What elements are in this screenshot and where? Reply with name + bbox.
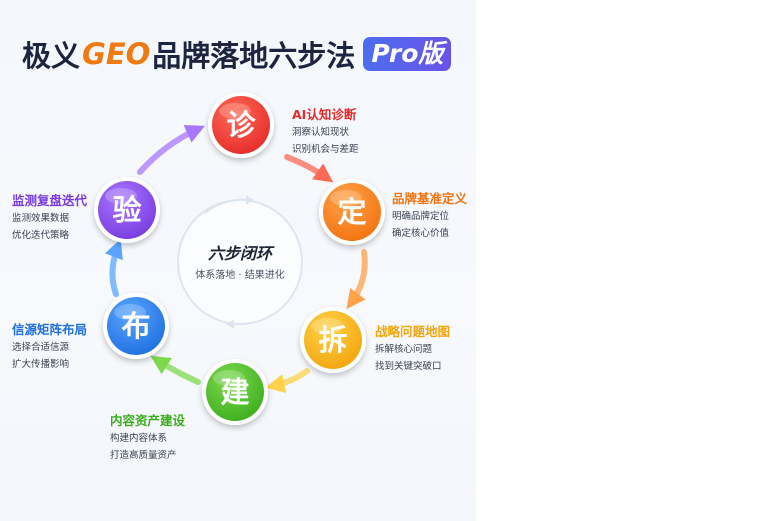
step-desc-line: 选择合适信源 <box>12 342 70 353</box>
step-title-4: 内容资产建设 <box>110 413 186 428</box>
step-node-char: 诊 <box>226 108 256 142</box>
step-desc-2: 明确品牌定位确定核心价值 <box>392 208 449 242</box>
step-desc-line: 打造高质量资产 <box>110 450 177 461</box>
step-desc-3: 拆解核心问题找到关键突破口 <box>375 341 442 375</box>
cycle-arrow-3 <box>265 368 310 394</box>
step-node-disc <box>107 297 165 355</box>
step-node-disc <box>212 96 270 154</box>
step-desc-line: 识别机会与差距 <box>292 144 359 155</box>
title-brand: 极义 <box>22 39 81 73</box>
title-main: 品牌落地六步法 <box>152 39 356 73</box>
step-desc-line: 确定核心价值 <box>392 228 450 239</box>
step-node-disc <box>323 183 381 241</box>
cycle-arrow-2 <box>346 249 368 310</box>
step-title-3: 战略问题地图 <box>375 324 451 339</box>
step-node-highlight <box>105 188 137 204</box>
step-desc-line: 拆解核心问题 <box>375 344 433 355</box>
step-node-4: 建 <box>202 359 268 425</box>
step-node-disc <box>206 363 264 421</box>
step-title-6: 监测复盘迭代 <box>12 193 88 208</box>
step-desc-line: 洞察认知现状 <box>292 127 350 138</box>
step-node-disc <box>98 181 156 239</box>
step-desc-line: 找到关键突破口 <box>375 361 442 372</box>
step-node-highlight <box>219 103 251 119</box>
step-title-5: 信源矩阵布局 <box>12 322 88 337</box>
step-node-char: 建 <box>220 375 249 409</box>
step-node-char: 定 <box>337 195 366 229</box>
cycle-arrows <box>104 125 368 394</box>
step-desc-line: 扩大传播影响 <box>12 359 70 370</box>
cycle-arrow-4 <box>150 355 201 385</box>
step-desc-line: 监测效果数据 <box>12 213 70 224</box>
step-node-highlight <box>114 304 146 320</box>
step-node-6: 验 <box>94 177 160 243</box>
cycle-arrow-6 <box>137 125 205 175</box>
step-desc-6: 监测效果数据优化迭代策略 <box>12 210 69 244</box>
center-subtitle: 体系落地 · 结果进化 <box>195 270 285 281</box>
step-title-1: AI认知诊断 <box>292 107 357 122</box>
center-ring-arrowhead-top <box>246 195 254 205</box>
step-node-3: 拆 <box>300 307 366 373</box>
step-node-1: 诊 <box>208 92 274 158</box>
step-node-highlight <box>330 190 362 206</box>
page-title: 极义 GEO 品牌落地六步法 Pro版 <box>22 34 452 74</box>
step-title-2: 品牌基准定义 <box>392 191 468 206</box>
step-node-disc <box>304 311 362 369</box>
step-node-char: 验 <box>112 193 141 227</box>
diagram-panel: 极义 GEO 品牌落地六步法 Pro版 诊定拆建 布 验 六步闭环 体系落地 · 结… <box>0 0 476 521</box>
cycle-arrow-5 <box>104 238 123 297</box>
step-node-char: 拆 <box>318 323 347 357</box>
step-node-5: 布 <box>103 293 169 359</box>
step-desc-line: 优化迭代策略 <box>12 230 70 241</box>
center-ring-arrowhead-bottom <box>226 319 234 329</box>
step-desc-1: 洞察认知现状识别机会与差距 <box>292 124 359 158</box>
step-node-highlight <box>213 370 245 386</box>
step-desc-line: 明确品牌定位 <box>392 211 450 222</box>
center-title: 六步闭环 <box>207 244 272 263</box>
step-node-highlight <box>311 318 343 334</box>
step-desc-5: 选择合适信源扩大传播影响 <box>12 339 69 373</box>
center-ring-arrow-top <box>204 198 251 214</box>
pro-badge: Pro版 <box>363 37 452 71</box>
step-desc-line: 构建内容体系 <box>110 433 168 444</box>
step-desc-4: 构建内容体系打造高质量资产 <box>110 430 177 464</box>
step-node-char: 布 <box>121 309 150 343</box>
cycle-arrow-1 <box>284 154 334 183</box>
step-node-2: 定 <box>319 179 385 245</box>
title-geo: GEO <box>82 37 151 71</box>
